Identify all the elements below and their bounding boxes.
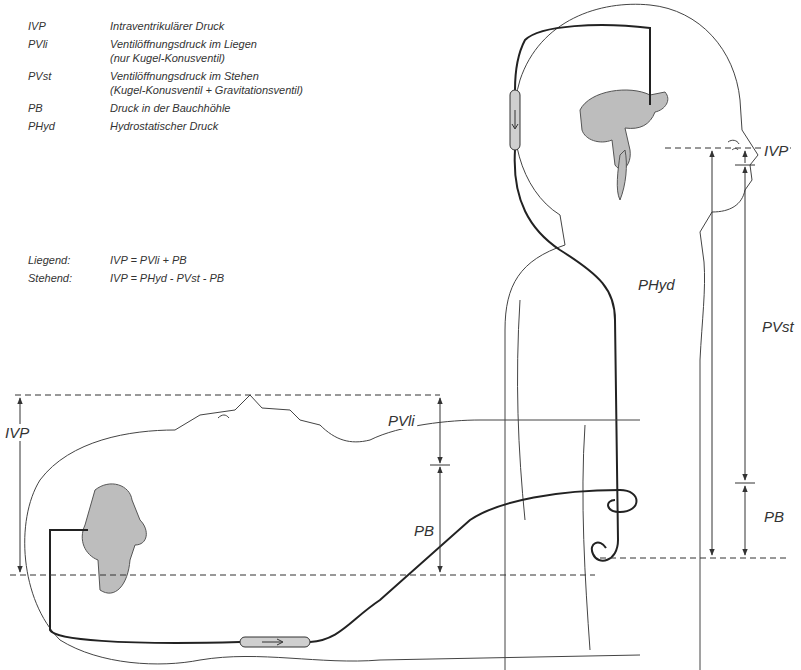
dimension-label: IVP xyxy=(762,142,790,159)
abbreviation: PB xyxy=(28,102,43,115)
dimension-label: PHyd xyxy=(636,276,677,293)
description: Ventilöffnungsdruck im Liegen xyxy=(110,38,257,51)
catheter xyxy=(50,490,637,643)
catheter xyxy=(515,25,650,561)
description: Druck in der Bauchhöhle xyxy=(110,102,230,115)
valve xyxy=(240,637,310,647)
dimension-lines xyxy=(10,148,795,575)
description-note: (nur Kugel-Konusventil) xyxy=(110,52,225,65)
description: Hydrostatischer Druck xyxy=(110,120,218,133)
dimension-label: PB xyxy=(762,508,786,525)
description-note: (Kugel-Konusventil + Gravitationsventil) xyxy=(110,84,303,97)
formula: IVP = PHyd - PVst - PB xyxy=(110,272,224,285)
dimension-label: PVst xyxy=(760,318,796,335)
valve xyxy=(510,90,520,150)
valve-arrow xyxy=(262,639,283,645)
description: Ventilöffnungsdruck im Stehen xyxy=(110,70,259,83)
formula: IVP = PVli + PB xyxy=(110,254,187,267)
description: Intraventrikulärer Druck xyxy=(110,20,224,33)
abbreviation: PHyd xyxy=(28,120,55,133)
standing-figure xyxy=(505,4,758,670)
dimension-label: IVP xyxy=(3,424,31,441)
dimension-label: PB xyxy=(412,522,436,539)
ventricle xyxy=(617,150,626,200)
abbreviation: IVP xyxy=(28,20,46,33)
formula-label: Liegend: xyxy=(28,254,70,267)
dimension-label: PVli xyxy=(386,412,417,429)
formula-label: Stehend: xyxy=(28,272,72,285)
lying-figure xyxy=(25,395,640,664)
valve-arrow xyxy=(512,110,518,129)
ventricle xyxy=(82,484,146,593)
abbreviation: PVst xyxy=(28,70,51,83)
abbreviation: PVli xyxy=(28,38,48,51)
